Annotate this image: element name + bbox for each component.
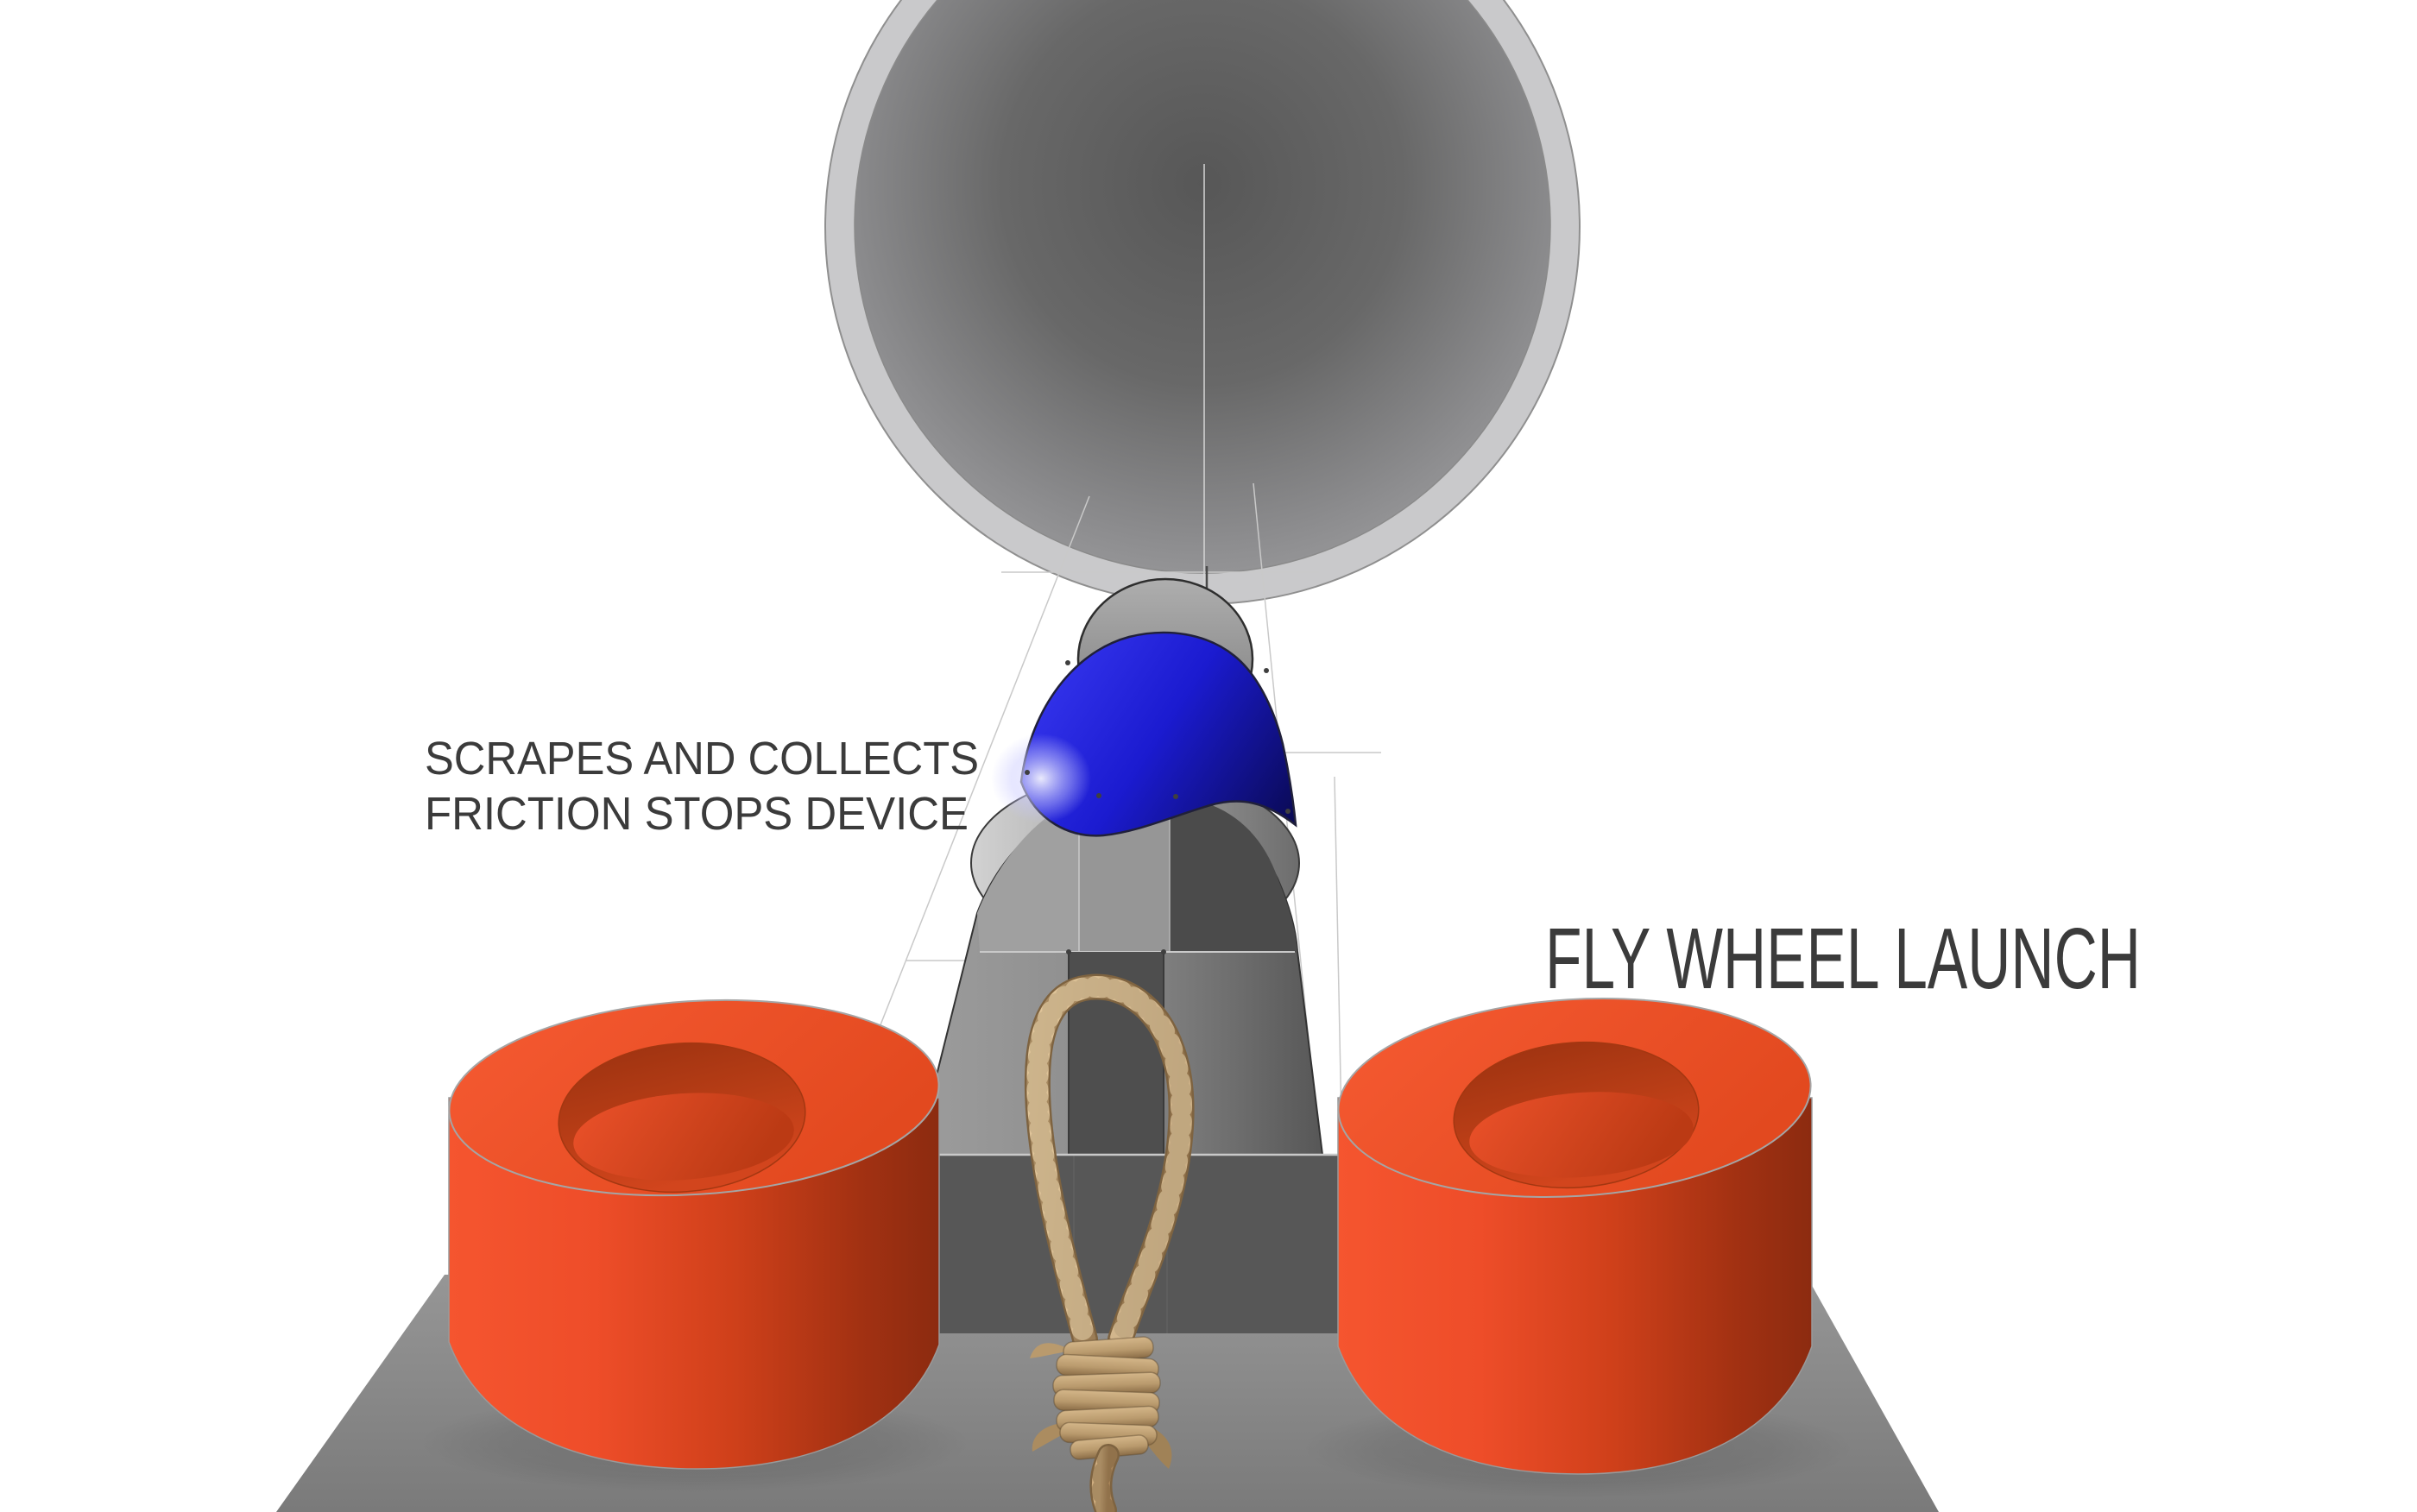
flywheel-right bbox=[1337, 997, 1813, 1475]
flywheel-left-body bbox=[448, 1097, 940, 1470]
label-flywheel-launch: FLY WHEEL LAUNCH bbox=[1545, 910, 2141, 1007]
rope-tail bbox=[1091, 1446, 1118, 1512]
label-friction-line2: FRICTION STOPS DEVICE bbox=[425, 788, 969, 840]
flywheel-left bbox=[448, 999, 940, 1470]
flywheel-right-body bbox=[1337, 1097, 1813, 1475]
rope-lanyard bbox=[1024, 973, 1195, 1512]
rope-loop-twist-light bbox=[1026, 976, 1193, 1351]
sphere-head bbox=[824, 0, 1581, 605]
rope-tuft-upper-left bbox=[1030, 1343, 1067, 1358]
friction-ring-highlight bbox=[991, 734, 1091, 823]
rope-tail-twist bbox=[1091, 1446, 1118, 1512]
vertex-dots bbox=[1025, 660, 1291, 954]
label-friction-line1: SCRAPES AND COLLECTS bbox=[425, 733, 979, 784]
flywheel-left-bore-floor bbox=[573, 1093, 794, 1181]
rope-knot bbox=[1030, 1336, 1172, 1469]
flywheel-right-bore-floor bbox=[1469, 1092, 1694, 1178]
shaft-slope-panel-left bbox=[977, 802, 1079, 952]
annotations: SCRAPES AND COLLECTS FRICTION STOPS DEVI… bbox=[425, 733, 2141, 1007]
sphere-inner-ball bbox=[854, 0, 1551, 574]
launch-shaft bbox=[915, 577, 1340, 1333]
shaft-slope-panel-dark bbox=[1170, 797, 1297, 952]
